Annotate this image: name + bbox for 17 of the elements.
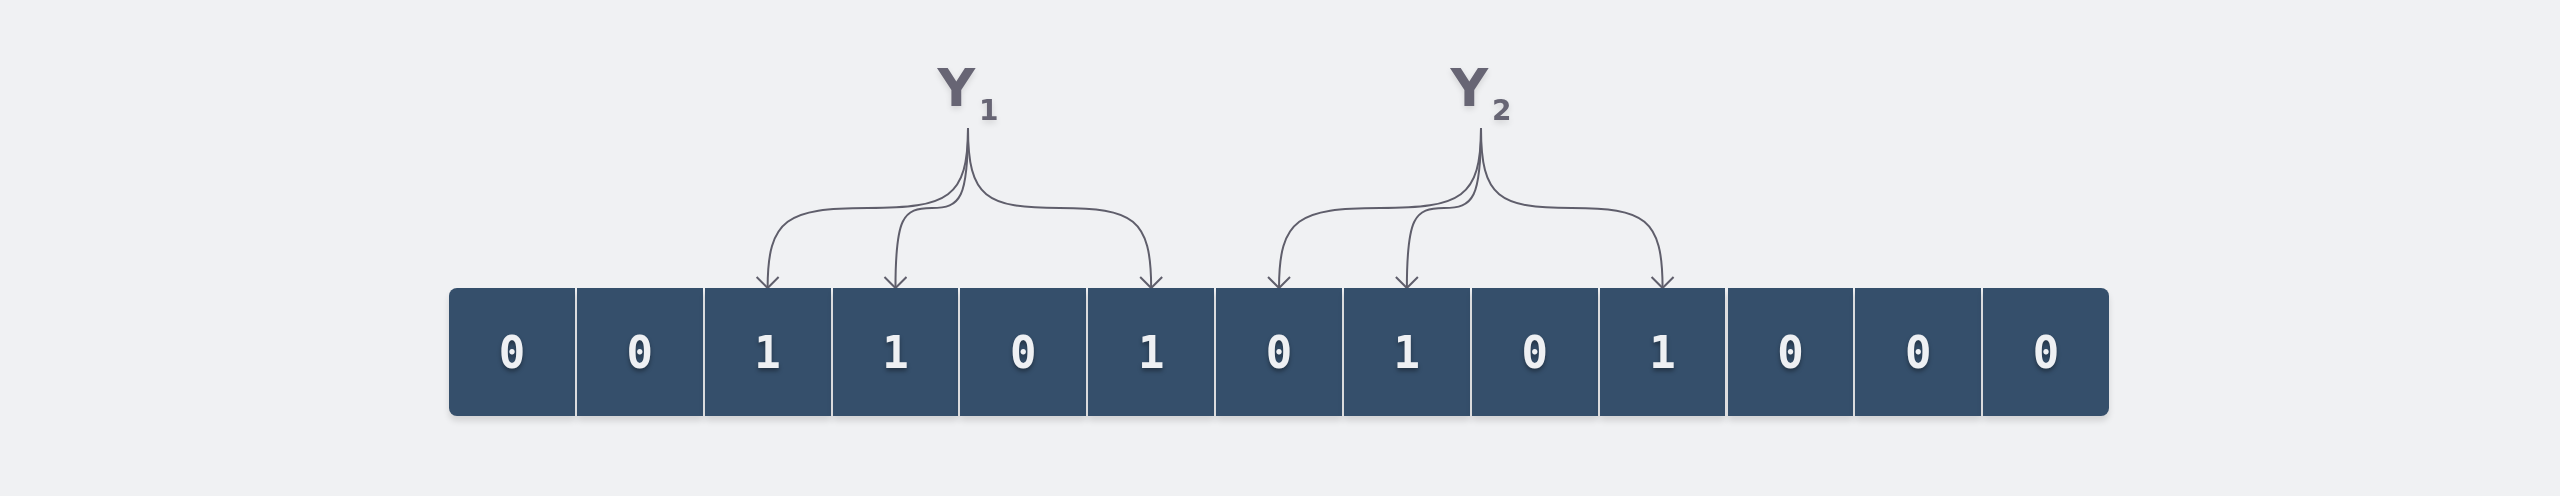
variable-label: Y$_{1}$ xyxy=(928,62,1008,128)
bit-cell: 0 xyxy=(960,288,1087,416)
bit-cell: 0 xyxy=(576,288,703,416)
bit-cell: 0 xyxy=(1471,288,1598,416)
bit-cell: 0 xyxy=(1216,288,1342,416)
bit-cell: 1 xyxy=(1343,288,1470,416)
bit-cell: 0 xyxy=(449,288,575,416)
bit-cell: 1 xyxy=(832,288,959,416)
bit-cell: 0 xyxy=(1855,288,1982,416)
bit-cell: 1 xyxy=(1088,288,1215,416)
arrow xyxy=(967,127,1163,289)
bit-cell: 0 xyxy=(1727,288,1854,416)
variable-label: Y$_{2}$ xyxy=(1441,62,1521,128)
bit-cell: 0 xyxy=(1983,288,2110,416)
bit-cell: 1 xyxy=(1599,288,1726,416)
bit-cell: 1 xyxy=(704,288,831,416)
arrow xyxy=(1480,127,1675,289)
